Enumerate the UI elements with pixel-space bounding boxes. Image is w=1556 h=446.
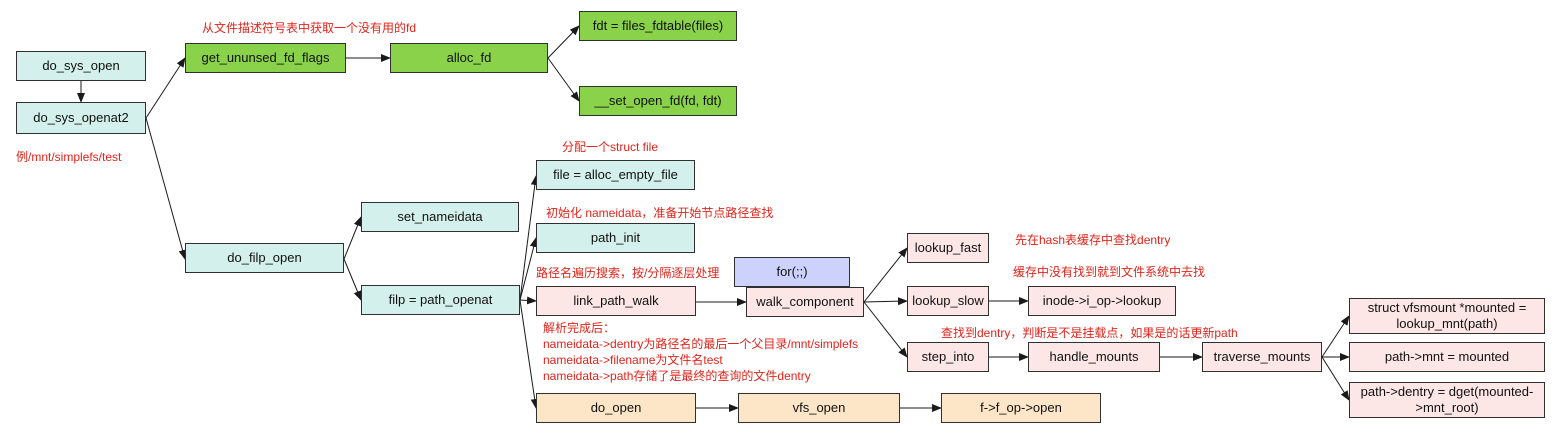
edge-path-openat-to-alloc-file [519, 175, 539, 301]
node-link-path-walk: link_path_walk [536, 286, 696, 316]
node-path-dentry-dget: path->dentry = dget(mounted->mnt_root) [1349, 382, 1545, 418]
node-set-nameidata: set_nameidata [361, 202, 519, 232]
node-path-mnt-mounted: path->mnt = mounted [1349, 342, 1545, 372]
node-for-loop: for(;;) [734, 257, 850, 287]
node-alloc-fd: alloc_fd [390, 43, 548, 73]
node-path-init: path_init [536, 223, 695, 253]
node-traverse-mounts: traverse_mounts [1202, 342, 1322, 372]
note-alloc-file: 分配一个struct file [562, 140, 659, 154]
edge-openat2-to-get-unused-fd [145, 57, 186, 119]
note-lookup-slow: 缓存中没有找到就到文件系统中去找 [1013, 265, 1206, 279]
edge-alloc-fd-to-fdt [547, 25, 580, 59]
edge-walk-component-to-lookup-fast [863, 247, 908, 303]
note-mount-check: 查找到dentry，判断是不是挂载点，如果是的话更新path [941, 326, 1238, 340]
node-step-into: step_into [907, 342, 989, 372]
node-lookup-fast: lookup_fast [907, 233, 989, 263]
node-do-sys-openat2: do_sys_openat2 [16, 102, 146, 134]
note-parse-result: 解析完成后： nameidata->dentry为路径名的最后一个父目录/mnt… [543, 320, 913, 384]
note-parse-result-line: nameidata->dentry为路径名的最后一个父目录/mnt/simple… [543, 337, 859, 351]
note-parse-result-line: nameidata->filename为文件名test [543, 353, 723, 367]
edge-do-filp-open-to-path-openat [343, 258, 362, 301]
node-filp-path-openat: filp = path_openat [361, 285, 520, 315]
node-lookup-slow: lookup_slow [907, 286, 989, 316]
node-do-open: do_open [536, 393, 696, 423]
note-example-path: 例/mnt/simplefs/test [16, 150, 122, 164]
node-f-op-open: f->f_op->open [941, 393, 1101, 423]
edge-walk-component-to-lookup-slow [863, 297, 908, 306]
node-do-filp-open: do_filp_open [185, 243, 344, 273]
edge-path-openat-to-path-init [519, 237, 538, 301]
node-file-alloc-empty-file: file = alloc_empty_file [536, 160, 695, 190]
note-path-walk: 路径名遍历搜索，按/分隔逐层处理 [536, 266, 720, 280]
node-inode-i-op-lookup: inode->i_op->lookup [1028, 286, 1176, 316]
node-walk-component: walk_component [746, 287, 864, 317]
node-handle-mounts: handle_mounts [1028, 342, 1160, 372]
edge-openat2-to-do-filp-open [145, 117, 187, 260]
edge-traverse-mounts-to-vfsmount [1321, 315, 1350, 358]
note-parse-result-line: 解析完成后： [543, 321, 616, 335]
node-path-dentry-dget-label: path->dentry = dget(mounted->mnt_root) [1360, 384, 1534, 415]
note-parse-result-line: nameidata->path存储了是最终的查询的文件dentry [543, 369, 811, 383]
edge-alloc-fd-to-set-open-fd [547, 57, 580, 102]
edge-walk-component-to-step-into [863, 301, 908, 358]
note-lookup-fast: 先在hash表缓存中查找dentry [1015, 233, 1171, 247]
node-set-open-fd: __set_open_fd(fd, fdt) [579, 86, 737, 116]
node-do-sys-open: do_sys_open [16, 51, 146, 81]
note-init-nameidata: 初始化 nameidata，准备开始节点路径查找 [546, 206, 774, 220]
note-get-fd: 从文件描述符号表中获取一个没有用的fd [202, 21, 417, 35]
edge-traverse-mounts-to-path-dentry [1321, 356, 1350, 401]
node-fdt-files-fdtable: fdt = files_fdtable(files) [579, 11, 737, 41]
edge-do-filp-open-to-set-nameidata [343, 216, 362, 260]
node-get-unused-fd-flags: get_ununsed_fd_flags [185, 43, 346, 73]
node-vfsmount-mounted: struct vfsmount *mounted = lookup_mnt(pa… [1349, 298, 1545, 334]
edge-path-openat-to-link-path-walk [519, 296, 537, 305]
node-vfsmount-mounted-label: struct vfsmount *mounted = lookup_mnt(pa… [1367, 300, 1527, 331]
edge-path-openat-to-do-open [519, 299, 539, 409]
node-vfs-open: vfs_open [738, 393, 900, 423]
